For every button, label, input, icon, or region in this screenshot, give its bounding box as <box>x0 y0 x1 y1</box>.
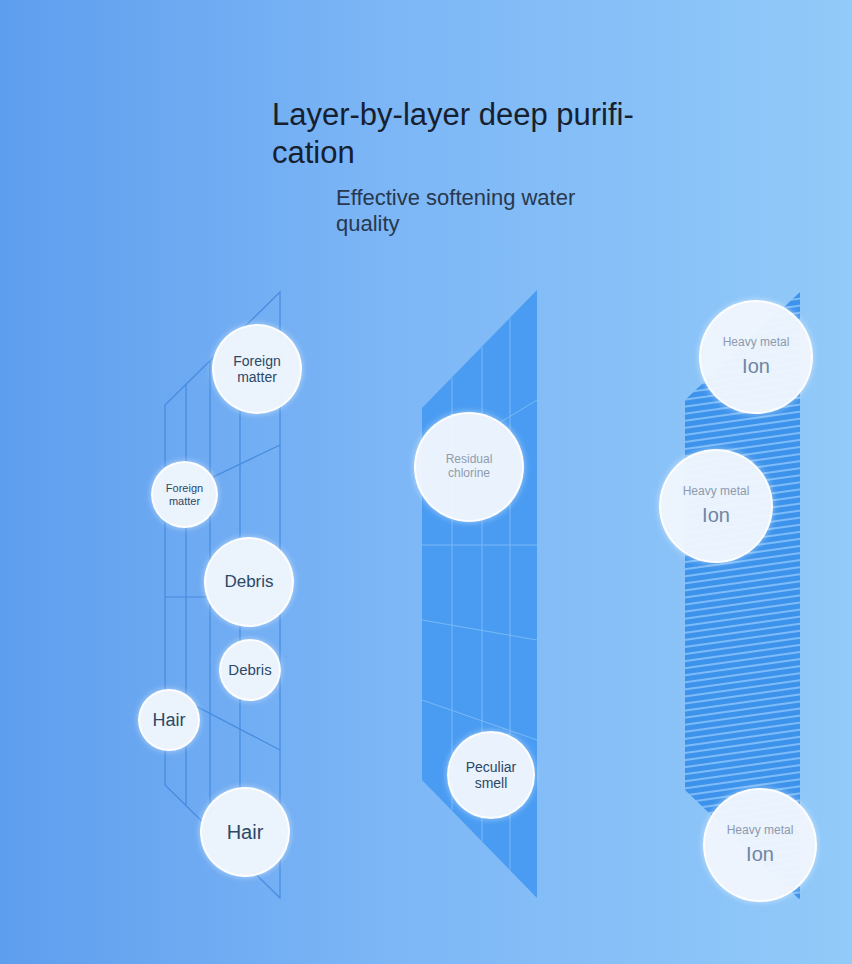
contaminant-circle: Heavy metalIon <box>699 300 813 414</box>
circle-label: Heavy metal <box>723 336 790 350</box>
contaminant-circle: Residual chlorine <box>414 412 524 522</box>
circle-label: Heavy metal <box>727 824 794 838</box>
circle-label: Heavy metal <box>683 485 750 499</box>
circle-label: Foreign matter <box>221 353 293 385</box>
circle-label: Hair <box>227 821 264 844</box>
circle-label: Peculiar smell <box>456 759 526 791</box>
contaminant-circle: Hair <box>200 787 290 877</box>
contaminant-circle: Hair <box>138 689 200 751</box>
contaminant-circle: Debris <box>204 537 294 627</box>
circle-label: Debris <box>224 572 273 592</box>
contaminant-circle: Debris <box>219 639 281 701</box>
circle-label: Ion <box>727 843 794 866</box>
circle-label: Ion <box>683 504 750 527</box>
circle-label: Ion <box>723 355 790 378</box>
circle-label: Foreign matter <box>160 482 210 507</box>
circle-label: Residual chlorine <box>425 453 513 481</box>
contaminant-circle: Heavy metalIon <box>703 788 817 902</box>
carbon-layer <box>422 290 537 898</box>
diagram-title: Layer-by-layer deep purifi- cation <box>272 96 702 172</box>
contaminant-circle: Foreign matter <box>212 324 302 414</box>
contaminant-circle: Heavy metalIon <box>659 449 773 563</box>
contaminant-circle: Foreign matter <box>151 461 218 528</box>
circle-label: Debris <box>228 661 271 678</box>
contaminant-circle: Peculiar smell <box>447 731 535 819</box>
circle-label: Hair <box>152 710 185 731</box>
subtitle: Effective softening water quality <box>336 185 621 237</box>
